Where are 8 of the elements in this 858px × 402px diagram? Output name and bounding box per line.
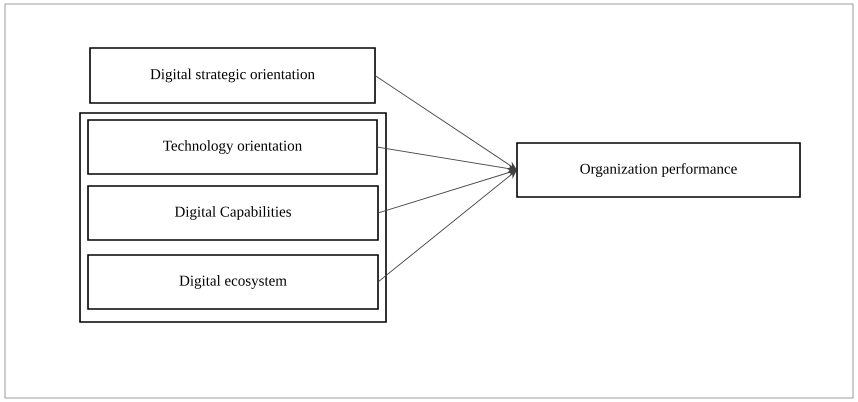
arrow bbox=[378, 170, 517, 282]
arrow bbox=[374, 75, 517, 170]
concept-box: Organization performance bbox=[516, 142, 801, 198]
concept-box: Digital strategic orientation bbox=[89, 47, 376, 104]
group-box bbox=[79, 112, 387, 323]
concept-box: Digital ecosystem bbox=[87, 254, 379, 310]
concept-box: Technology orientation bbox=[87, 119, 378, 175]
concept-box: Digital Capabilities bbox=[87, 185, 379, 241]
